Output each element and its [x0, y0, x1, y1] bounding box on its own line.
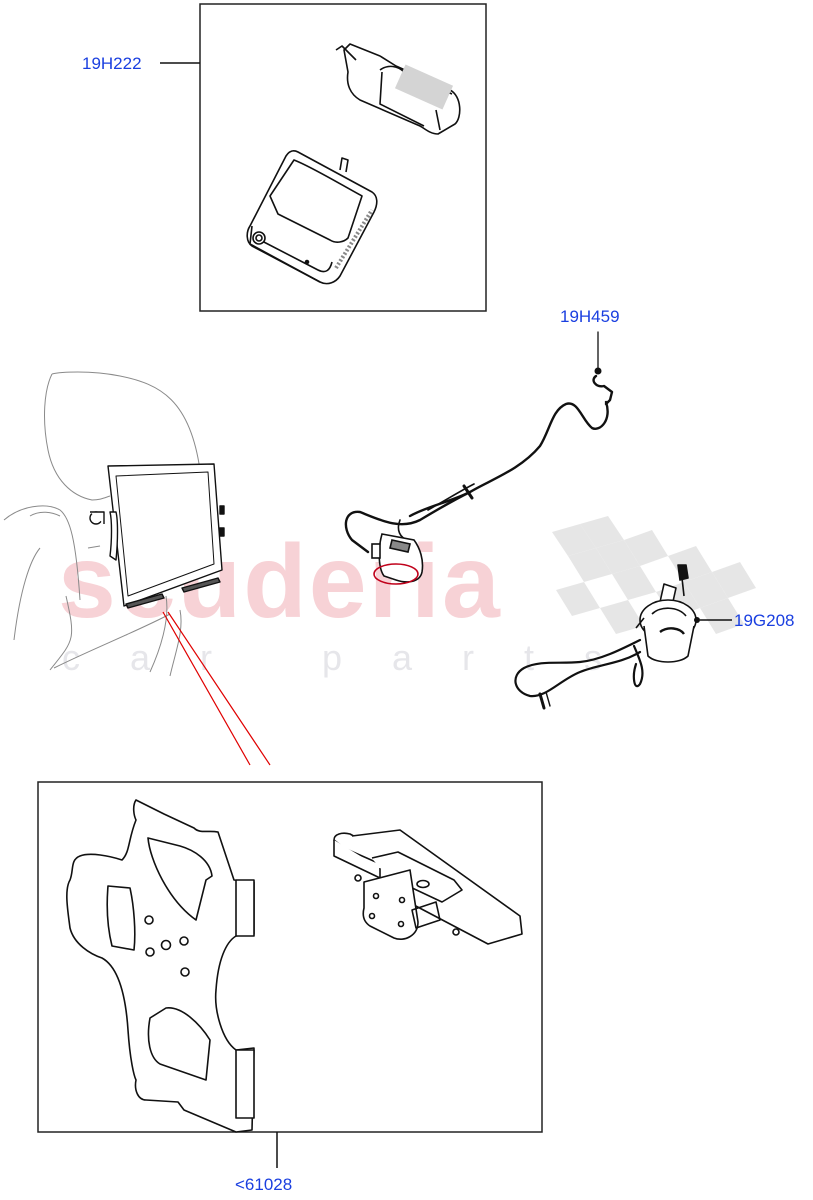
- callout-61028[interactable]: <61028: [235, 1175, 293, 1194]
- callout-19G208[interactable]: 19G208: [734, 611, 795, 630]
- monitor-unit-part: [246, 150, 378, 285]
- headrest-bracket-part: [333, 829, 523, 945]
- callout-19H222[interactable]: 19H222: [82, 54, 142, 73]
- cup-holder-19G208-part: [635, 564, 700, 663]
- callout-19H459[interactable]: 19H459: [560, 307, 620, 326]
- watermark-car-parts: car parts: [62, 637, 653, 678]
- harness-19H459-mount: [371, 533, 424, 585]
- monitor-cover-part: [335, 43, 461, 135]
- tablet-holder-plate-part: [66, 799, 255, 1133]
- box-61028: [37, 781, 543, 1133]
- tablet-on-headrest: [89, 463, 225, 609]
- cup-holder-19G208-harness: [514, 638, 644, 710]
- red-leader-lines: [162, 611, 271, 766]
- harness-19H459-part: [344, 331, 614, 554]
- box-19H222: [199, 3, 487, 312]
